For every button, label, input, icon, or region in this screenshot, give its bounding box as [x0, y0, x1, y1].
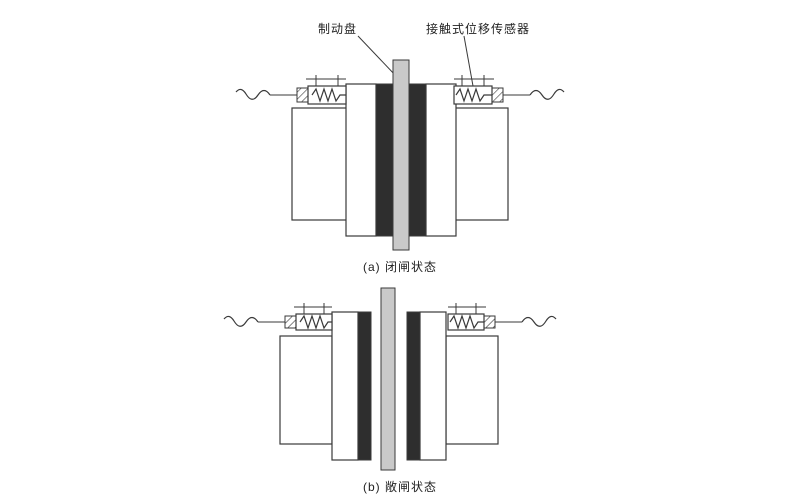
- caption-open-state: (b) 敞闸状态: [362, 480, 437, 494]
- right-brake-pad: [406, 311, 421, 461]
- sensor-cable: [235, 88, 271, 100]
- sensor-spring: [311, 87, 346, 103]
- brake-disc: [392, 59, 410, 251]
- sensor-cable: [529, 88, 565, 100]
- brake-disc: [380, 287, 396, 471]
- right-pressure-plate: [425, 83, 457, 237]
- sensor-mount-hatch: [483, 315, 496, 329]
- diagram-open-state: [223, 287, 557, 471]
- diagram-closed-state: [235, 35, 565, 251]
- label-contact-sensor: 接触式位移传感器: [426, 22, 531, 36]
- sensor-mount-hatch: [284, 315, 297, 329]
- sensor-spring: [299, 314, 332, 330]
- left-brake-pad: [375, 83, 394, 237]
- left-pressure-plate: [331, 311, 359, 461]
- left-brake-pad: [357, 311, 372, 461]
- sensor-mount-hatch: [296, 87, 309, 103]
- right-displacement-sensor: [453, 75, 565, 105]
- right-brake-body: [451, 107, 509, 221]
- sensor-cable: [521, 315, 557, 327]
- left-pressure-plate: [345, 83, 377, 237]
- right-brake-pad: [408, 83, 427, 237]
- sensor-spring: [455, 87, 492, 103]
- left-displacement-sensor: [223, 303, 333, 331]
- label-brake-disc: 制动盘: [318, 22, 358, 36]
- sensor-spring: [449, 314, 484, 330]
- right-pressure-plate: [419, 311, 447, 461]
- sensor-mount-hatch: [491, 87, 504, 103]
- left-displacement-sensor: [235, 75, 347, 105]
- right-displacement-sensor: [447, 303, 557, 331]
- right-brake-body: [445, 335, 499, 445]
- left-brake-body: [279, 335, 333, 445]
- sensor-cable: [223, 315, 259, 327]
- caption-closed-state: (a) 闭闸状态: [362, 260, 437, 274]
- left-brake-body: [291, 107, 349, 221]
- leader-line-contact-sensor: [463, 35, 474, 87]
- leader-line-brake-disc: [357, 35, 397, 77]
